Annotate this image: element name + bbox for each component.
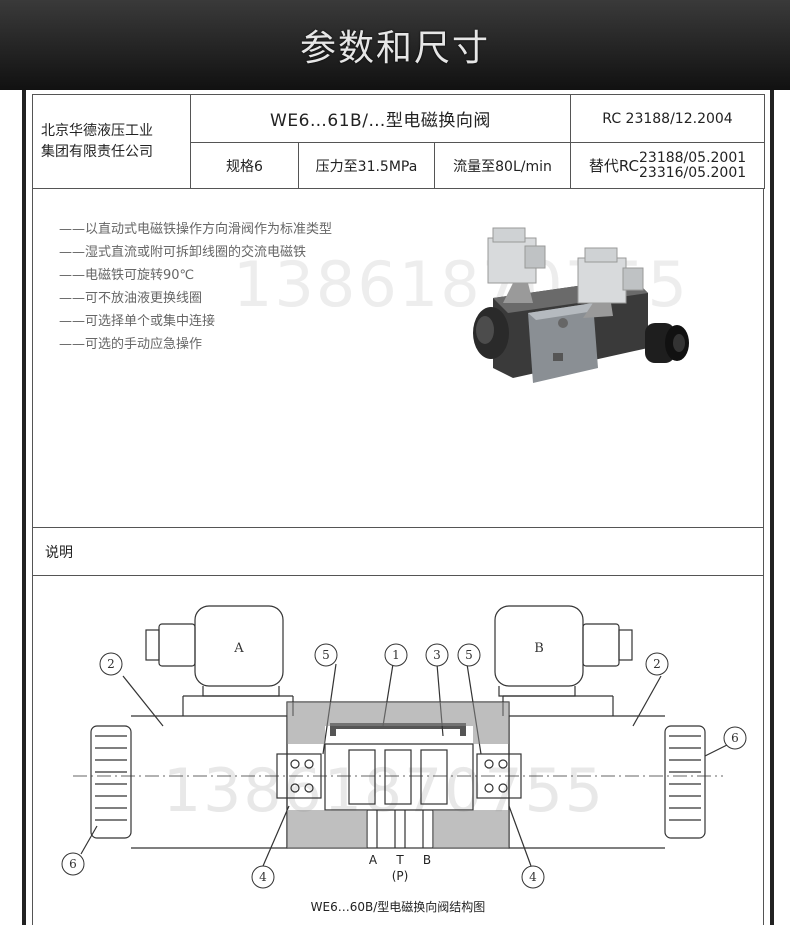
solenoid-a-label: A (233, 641, 244, 656)
solenoid-b-label: B (534, 641, 544, 656)
callout-2-left: 2 (107, 657, 115, 671)
company-line2: 集团有限责任公司 (41, 143, 153, 160)
diagram-panel: 13861870755 (32, 576, 764, 925)
replace-cell: 替代RC 23188/05.2001 23316/05.2001 (570, 142, 765, 189)
company-line1: 北京华德液压工业 (41, 122, 153, 139)
feature-item: ——可选的手动应急操作 (59, 337, 203, 352)
callout-2-right: 2 (653, 657, 661, 671)
flow-cell: 流量至80L/min (434, 142, 571, 189)
valve-photo (473, 227, 689, 383)
diagram-caption: WE6…60B/型电磁换向阀结构图 (310, 900, 486, 914)
feature-item: ——可不放油液更换线圈 (59, 291, 203, 306)
model-cell: WE6…61B/…型电磁换向阀 (190, 94, 571, 143)
standard-cell: RC 23188/12.2004 (570, 94, 765, 143)
size-cell: 规格6 (190, 142, 299, 189)
spec-sheet: 北京华德液压工业 集团有限责任公司 WE6…61B/…型电磁换向阀 RC 231… (22, 90, 774, 925)
feature-item: ——湿式直流或附可拆卸线圈的交流电磁铁 (59, 245, 307, 260)
port-a-label: A (369, 853, 378, 867)
page-title: 参数和尺寸 (299, 28, 490, 69)
port-b-label: B (423, 853, 431, 867)
features-panel: 13861870755 ——以直动式电磁铁操作方向滑阀作为标准类型 ——湿式直流… (32, 188, 764, 528)
pressure-cell: 压力至31.5MPa (298, 142, 435, 189)
callout-6-right: 6 (731, 731, 739, 745)
callout-5-left: 5 (322, 648, 330, 662)
callout-6-left: 6 (69, 857, 77, 871)
port-p-label: (P) (392, 869, 409, 883)
feature-item: ——电磁铁可旋转90℃ (59, 268, 195, 283)
callout-3: 3 (433, 648, 441, 662)
replace-label: 替代RC (588, 157, 639, 175)
feature-item: ——可选择单个或集中连接 (59, 314, 216, 329)
feature-item: ——以直动式电磁铁操作方向滑阀作为标准类型 (59, 222, 333, 237)
replace-code-1: 23188/05.2001 (639, 149, 747, 166)
header-banner: 参数和尺寸 (0, 0, 790, 90)
spec-table: 北京华德液压工业 集团有限责任公司 WE6…61B/…型电磁换向阀 RC 231… (32, 94, 765, 189)
replace-code-2: 23316/05.2001 (639, 164, 747, 181)
port-t-label: T (395, 853, 404, 867)
callout-5-right: 5 (465, 648, 473, 662)
valve-section-diagram: A B 1 2 2 3 4 4 5 (61, 605, 747, 889)
callout-4-right: 4 (529, 870, 537, 884)
section-label: 说明 (32, 528, 764, 576)
company-name-cell: 北京华德液压工业 集团有限责任公司 (32, 94, 191, 189)
callout-4-left: 4 (259, 870, 267, 884)
feature-list: ——以直动式电磁铁操作方向滑阀作为标准类型 ——湿式直流或附可拆卸线圈的交流电磁… (59, 218, 332, 356)
callout-1: 1 (392, 648, 400, 662)
watermark-bottom: 13861870755 (163, 756, 605, 826)
